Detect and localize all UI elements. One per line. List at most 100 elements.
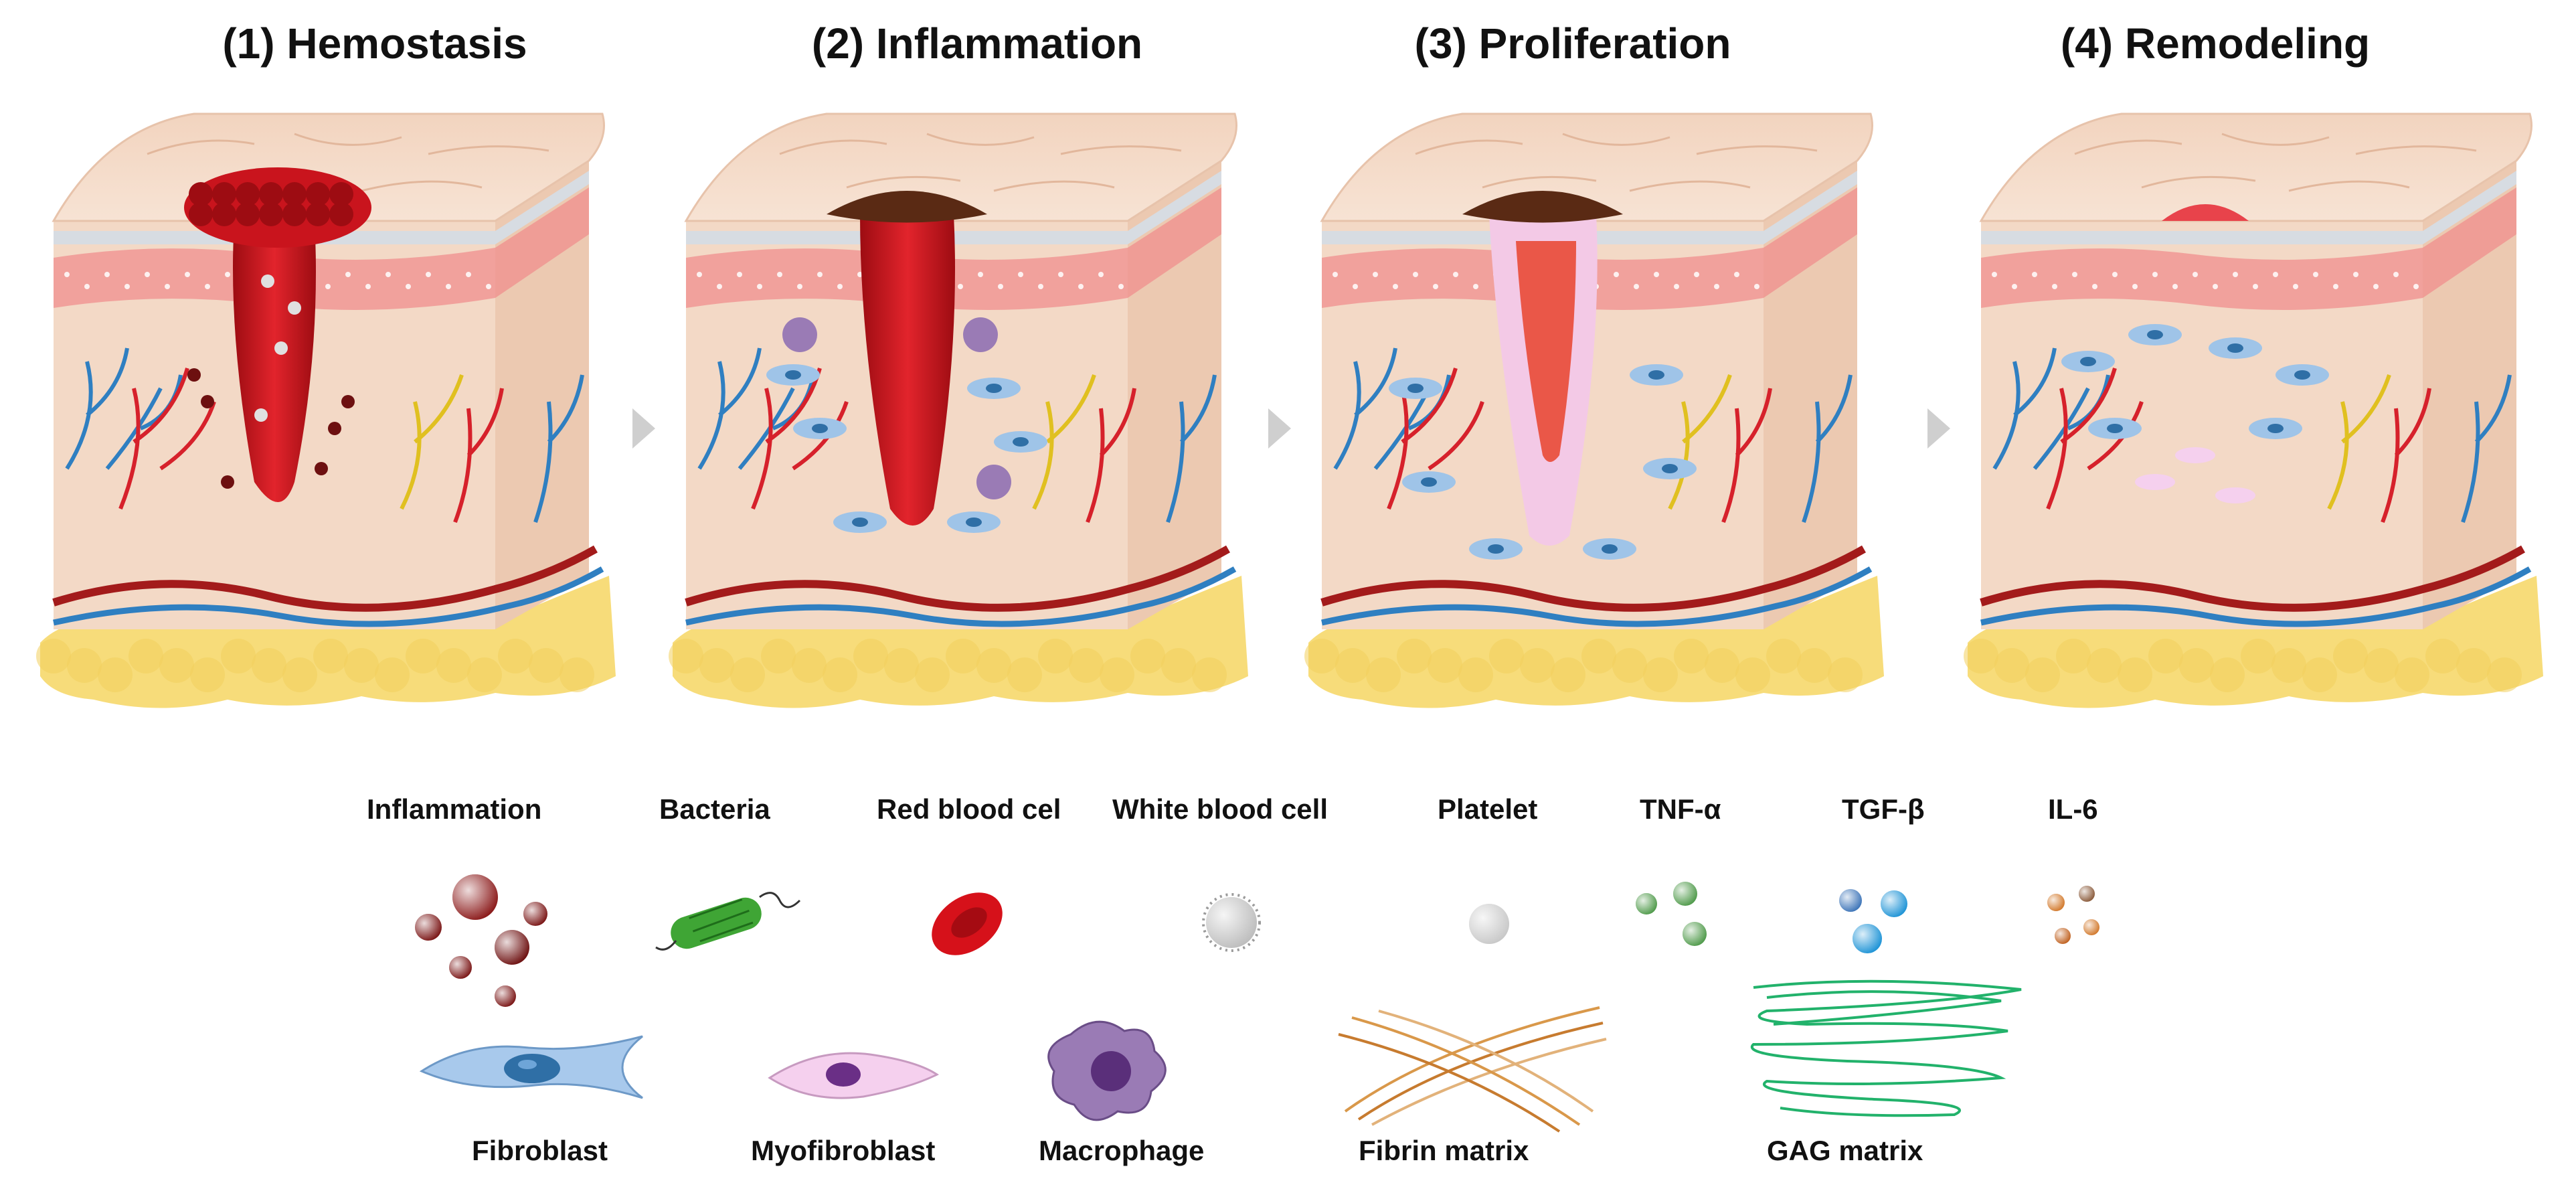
legend-label-macrophage: Macrophage: [1039, 1135, 1205, 1166]
fat-lobule: [1520, 648, 1555, 683]
dermis-dot: [2132, 284, 2138, 289]
dermis-dot: [797, 284, 802, 289]
dermis-dot: [2353, 272, 2358, 277]
dermis-dot: [1614, 272, 1619, 277]
fibrin-core: [1516, 241, 1576, 462]
dermis-dot: [1714, 284, 1719, 289]
fat-lobule: [1397, 639, 1432, 673]
legend-label-tgf-beta: TGF-β: [1842, 793, 1925, 825]
skin-panel-proliferation: [1304, 112, 1884, 708]
fat-lobule: [2148, 639, 2183, 673]
fat-lobule: [344, 648, 379, 683]
fat-lobule: [669, 639, 703, 673]
dermis-dot: [2393, 272, 2399, 277]
fibroblast-nucleus: [2294, 370, 2310, 380]
fat-lobule: [884, 648, 919, 683]
dermis-dot: [345, 272, 351, 277]
fibroblast-nucleus: [2267, 424, 2284, 433]
dermis-dot: [2373, 284, 2379, 289]
myofibroblast-cell: [2175, 447, 2215, 463]
fat-lobule: [2271, 648, 2306, 683]
red-blood-cell: [189, 202, 213, 226]
red-blood-cell: [259, 202, 283, 226]
dermis-dot: [426, 272, 431, 277]
fat-lobule: [2056, 639, 2091, 673]
fat-lobule: [2395, 657, 2429, 692]
dermis-dot: [1038, 284, 1043, 289]
artery-branch-right: [453, 388, 504, 524]
fat-lobule: [1489, 639, 1524, 673]
dermis-dot: [2112, 272, 2118, 277]
dermis-dot: [406, 284, 411, 289]
fat-lobule: [1766, 639, 1801, 673]
red-blood-cell: [306, 202, 330, 226]
inflammation-cell: [328, 422, 341, 435]
dermis-dot: [777, 272, 782, 277]
fibroblast-nucleus: [1648, 370, 1664, 380]
deep-artery: [1980, 545, 2525, 612]
fat-lobule: [2025, 657, 2060, 692]
fat-lobule: [467, 657, 502, 692]
legend-label-myofibroblast: Myofibroblast: [751, 1135, 936, 1166]
fibroblast-nucleus: [1488, 544, 1504, 554]
skin-texture-lines: [147, 133, 549, 192]
fat-lobule: [1551, 657, 1585, 692]
fat-lobule: [976, 648, 1011, 683]
deep-vein: [1980, 566, 2532, 627]
fibroblast-nucleus: [1602, 544, 1618, 554]
fat-lobule: [2364, 648, 2399, 683]
dermis-dot: [2012, 284, 2017, 289]
dermis-dot: [1433, 284, 1438, 289]
dermis-dot: [1674, 284, 1679, 289]
red-blood-cell: [329, 182, 353, 206]
fibroblast-nucleus: [852, 518, 868, 527]
fat-lobule: [1130, 639, 1165, 673]
skin-top-surface: [1979, 112, 2532, 222]
dermis-dot: [2092, 284, 2097, 289]
epidermis-band: [1981, 171, 2516, 244]
fibroblast-nucleus: [1013, 437, 1029, 447]
legend-label-platelet: Platelet: [1438, 793, 1538, 825]
dermis-dot: [2152, 272, 2158, 277]
dermis-dot: [2193, 272, 2198, 277]
skin-panel-remodeling: [1964, 112, 2543, 708]
fat-lobule: [1674, 639, 1709, 673]
fat-lobule: [1335, 648, 1370, 683]
macrophage-cell: [782, 317, 817, 352]
red-blood-cell: [282, 202, 307, 226]
dermis-dot: [2333, 284, 2338, 289]
dermis-dot: [2172, 284, 2178, 289]
fat-lobule: [529, 648, 564, 683]
fat-lobule: [1612, 648, 1647, 683]
dermis-dot: [486, 284, 491, 289]
fat-lobule: [792, 648, 827, 683]
fat-lobule: [1038, 639, 1073, 673]
dermis-dot: [1373, 272, 1378, 277]
artery-branch-right: [1086, 388, 1136, 524]
dermis-dot: [2293, 284, 2298, 289]
fat-lobule: [2487, 657, 2522, 692]
dermis-dot: [978, 272, 983, 277]
fat-lobule: [1007, 657, 1042, 692]
macrophage-cell: [976, 465, 1011, 499]
fat-lobule: [699, 648, 734, 683]
fat-lobule: [761, 639, 796, 673]
vein-branch-right: [533, 374, 584, 523]
dermis-dot: [2273, 272, 2278, 277]
fat-lobule: [1192, 657, 1227, 692]
red-blood-cell: [236, 202, 260, 226]
platelet: [254, 408, 268, 422]
inflammation-cell: [201, 395, 214, 408]
dermis-dot: [1118, 284, 1124, 289]
dermis-dot: [717, 284, 722, 289]
dermis-dot: [958, 284, 963, 289]
dermis-dot: [365, 284, 371, 289]
dermis-dot: [697, 272, 702, 277]
skin-top-surface: [1320, 112, 1873, 222]
red-blood-cell: [236, 182, 260, 206]
fibroblast-nucleus: [1421, 477, 1437, 487]
artery-branch: [118, 368, 216, 510]
legend-label-red-blood-cell: Red blood cel: [877, 793, 1061, 825]
dermis-dot: [84, 284, 90, 289]
